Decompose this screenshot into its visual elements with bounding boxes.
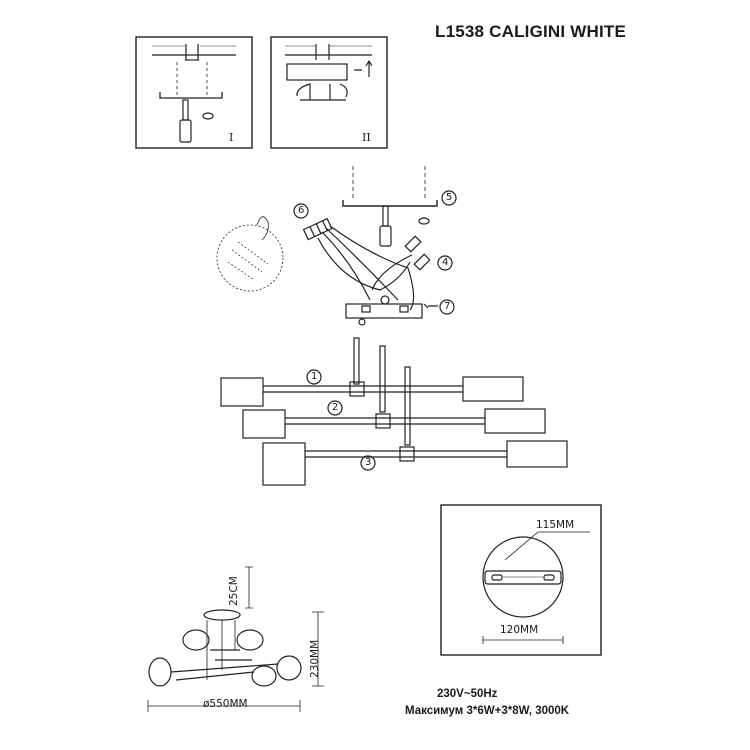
- wiring-assembly: [216, 166, 438, 326]
- total-height-label: 230MM: [309, 639, 321, 678]
- canopy-detail: [440, 504, 602, 656]
- callout-5: 5: [446, 192, 453, 203]
- callout-2: 2: [332, 402, 339, 413]
- callout-3: 3: [365, 457, 372, 468]
- diameter-label: ø550MM: [203, 698, 248, 710]
- step-label-2: II: [362, 131, 371, 144]
- step-label-1: I: [229, 131, 234, 144]
- callouts: [293, 190, 457, 471]
- side-view: [147, 566, 324, 712]
- max-power-spec: Максимум 3*6W+3*8W, 3000K: [405, 705, 570, 717]
- canopy-height-label: 115MM: [536, 519, 575, 531]
- rod-length-label: 25CM: [228, 576, 240, 606]
- canopy-width-label: 120MM: [500, 624, 539, 636]
- step-panel-2: [270, 36, 388, 149]
- step-panel-1: [135, 36, 253, 149]
- voltage-spec: 230V~50Hz: [437, 688, 498, 700]
- callout-4: 4: [442, 257, 449, 268]
- callout-1: 1: [311, 371, 318, 382]
- light-bars-assembly: [220, 337, 568, 486]
- callout-7: 7: [444, 301, 451, 312]
- product-title: L1538 CALIGINI WHITE: [435, 22, 627, 41]
- callout-6: 6: [298, 205, 305, 216]
